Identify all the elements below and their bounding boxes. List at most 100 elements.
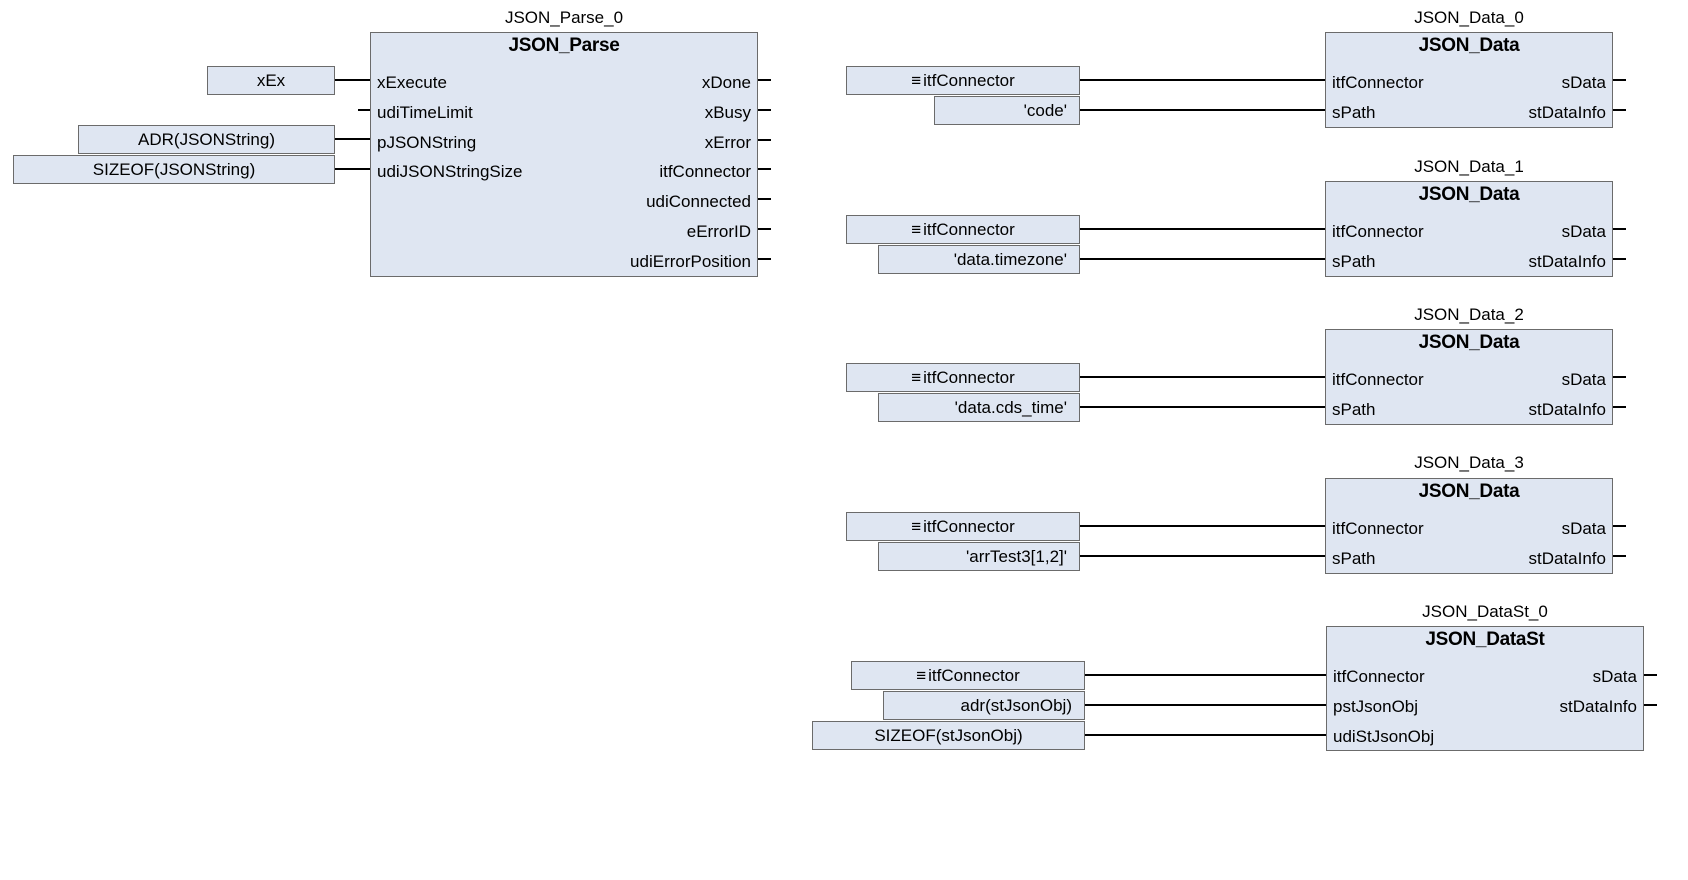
input-pin-itfconnector-data3[interactable]: itfConnector (1332, 519, 1424, 538)
wire-stub-eerrorid (758, 228, 771, 230)
input-box-spath-data1[interactable]: 'data.timezone' (878, 245, 1080, 274)
output-pin-xdone[interactable]: xDone (701, 73, 751, 92)
wire-stub-uditimelimit (358, 109, 371, 111)
block-json-data-0[interactable]: JSON_Data itfConnector sPath sData stDat… (1325, 32, 1613, 128)
input-box-itfconnector-data0-label: itfConnector (923, 70, 1015, 90)
output-pin-stdatainfo-data0[interactable]: stDataInfo (1528, 103, 1607, 122)
output-pin-sdata-data0[interactable]: sData (1561, 73, 1606, 92)
output-pin-udiconnected[interactable]: udiConnected (646, 192, 751, 211)
input-box-itfconnector-datast-label: itfConnector (928, 665, 1020, 685)
output-pin-stdatainfo-data1[interactable]: stDataInfo (1528, 252, 1607, 271)
input-box-udistjsonobj-datast[interactable]: SIZEOF(stJsonObj) (812, 721, 1085, 750)
wire-stub-sdata-data3 (1613, 525, 1626, 527)
wire-stub-udiconnected (758, 198, 771, 200)
wire-stub-stdatainfo-data3 (1613, 555, 1626, 557)
output-pin-sdata-datast[interactable]: sData (1592, 667, 1637, 686)
input-pin-xexecute[interactable]: xExecute (377, 73, 447, 92)
wire-spath-to-data3 (1080, 555, 1326, 557)
instance-label-json-datast-0: JSON_DataSt_0 (1422, 602, 1548, 621)
input-box-spath-data0-label: 'code' (1023, 100, 1067, 120)
input-box-spath-data0[interactable]: 'code' (934, 96, 1080, 125)
wire-stub-sdata-data1 (1613, 228, 1626, 230)
interface-menu-icon: ≡ (911, 517, 922, 536)
instance-label-json-data-3: JSON_Data_3 (1414, 453, 1524, 472)
input-pin-pjsonstring[interactable]: pJSONString (377, 133, 477, 152)
block-json-data-3[interactable]: JSON_Data itfConnector sPath sData stDat… (1325, 478, 1613, 574)
input-box-spath-data1-label: 'data.timezone' (953, 249, 1067, 269)
block-type-json-data-0: JSON_Data (1418, 35, 1520, 56)
wire-adr-to-pjsonstring (335, 138, 371, 140)
wire-itfconnector-to-data3 (1080, 525, 1326, 527)
input-pin-itfconnector-datast[interactable]: itfConnector (1333, 667, 1425, 686)
wire-spath-to-data0 (1080, 109, 1326, 111)
output-pin-sdata-data1[interactable]: sData (1561, 222, 1606, 241)
block-type-json-datast: JSON_DataSt (1425, 629, 1545, 650)
interface-menu-icon: ≡ (916, 666, 927, 685)
output-pin-sdata-data2[interactable]: sData (1561, 370, 1606, 389)
interface-menu-icon: ≡ (911, 368, 922, 387)
input-box-itfconnector-data3[interactable]: ≡itfConnector (846, 512, 1080, 541)
input-box-adr-jsonstring-label: ADR(JSONString) (138, 129, 275, 149)
instance-label-json-data-2: JSON_Data_2 (1414, 305, 1524, 324)
input-box-adr-jsonstring[interactable]: ADR(JSONString) (78, 125, 335, 154)
wire-stub-xerror (758, 139, 771, 141)
wire-stub-sdata-data0 (1613, 79, 1626, 81)
input-box-udistjsonobj-datast-label: SIZEOF(stJsonObj) (874, 725, 1023, 745)
output-pin-udierrorposition[interactable]: udiErrorPosition (630, 252, 751, 271)
input-pin-spath-data0[interactable]: sPath (1332, 103, 1376, 122)
block-json-parse-0[interactable]: JSON_Parse xExecute udiTimeLimit pJSONSt… (370, 32, 758, 277)
instance-label-json-data-0: JSON_Data_0 (1414, 8, 1524, 27)
instance-label-json-parse-0: JSON_Parse_0 (504, 8, 624, 27)
output-pin-sdata-data3[interactable]: sData (1561, 519, 1606, 538)
block-type-json-parse: JSON_Parse (508, 35, 620, 56)
input-box-itfconnector-data2[interactable]: ≡itfConnector (846, 363, 1080, 392)
input-box-itfconnector-data2-label: itfConnector (923, 367, 1015, 387)
instance-label-json-data-1: JSON_Data_1 (1414, 157, 1524, 176)
input-pin-itfconnector-data1[interactable]: itfConnector (1332, 222, 1424, 241)
input-box-itfconnector-data1-label: itfConnector (923, 219, 1015, 239)
input-pin-udistjsonobj-datast[interactable]: udiStJsonObj (1333, 727, 1435, 746)
input-pin-spath-data3[interactable]: sPath (1332, 549, 1376, 568)
wire-itfconnector-to-datast (1085, 674, 1327, 676)
input-pin-spath-data1[interactable]: sPath (1332, 252, 1376, 271)
input-box-spath-data2-label: 'data.cds_time' (954, 397, 1067, 417)
input-box-itfconnector-data0[interactable]: ≡itfConnector (846, 66, 1080, 95)
output-pin-stdatainfo-data3[interactable]: stDataInfo (1528, 549, 1607, 568)
input-box-xex-label: xEx (256, 70, 286, 90)
output-pin-xerror[interactable]: xError (704, 133, 751, 152)
output-pin-eerrorid[interactable]: eErrorID (686, 222, 751, 241)
input-box-pstjsonobj-datast[interactable]: adr(stJsonObj) (883, 691, 1085, 720)
input-box-pstjsonobj-datast-label: adr(stJsonObj) (960, 695, 1072, 715)
input-pin-udijsonstringsize[interactable]: udiJSONStringSize (377, 162, 523, 181)
input-pin-itfconnector-data0[interactable]: itfConnector (1332, 73, 1424, 92)
wire-stub-stdatainfo-data0 (1613, 109, 1626, 111)
input-box-sizeof-jsonstring-label: SIZEOF(JSONString) (92, 159, 256, 179)
input-box-sizeof-jsonstring[interactable]: SIZEOF(JSONString) (13, 155, 335, 184)
wire-spath-to-data1 (1080, 258, 1326, 260)
output-pin-stdatainfo-data2[interactable]: stDataInfo (1528, 400, 1607, 419)
input-pin-itfconnector-data2[interactable]: itfConnector (1332, 370, 1424, 389)
block-json-datast-0[interactable]: JSON_DataSt itfConnector pstJsonObj udiS… (1326, 626, 1644, 751)
input-box-spath-data3[interactable]: 'arrTest3[1,2]' (878, 542, 1080, 571)
wire-stub-stdatainfo-data1 (1613, 258, 1626, 260)
input-box-itfconnector-data1[interactable]: ≡itfConnector (846, 215, 1080, 244)
input-box-xex[interactable]: xEx (207, 66, 335, 95)
output-pin-itfconnector[interactable]: itfConnector (659, 162, 751, 181)
input-pin-pstjsonobj-datast[interactable]: pstJsonObj (1333, 697, 1419, 716)
output-pin-stdatainfo-datast[interactable]: stDataInfo (1559, 697, 1638, 716)
block-json-data-1[interactable]: JSON_Data itfConnector sPath sData stDat… (1325, 181, 1613, 277)
block-json-data-2[interactable]: JSON_Data itfConnector sPath sData stDat… (1325, 329, 1613, 425)
input-box-itfconnector-datast[interactable]: ≡itfConnector (851, 661, 1085, 690)
output-pin-xbusy[interactable]: xBusy (704, 103, 751, 122)
input-pin-uditimelimit[interactable]: udiTimeLimit (377, 103, 473, 122)
wire-itfconnector-to-data1 (1080, 228, 1326, 230)
block-type-json-data-2: JSON_Data (1418, 332, 1520, 353)
interface-menu-icon: ≡ (911, 71, 922, 90)
wire-stub-sdata-data2 (1613, 376, 1626, 378)
wire-itfconnector-to-data0 (1080, 79, 1326, 81)
input-box-spath-data2[interactable]: 'data.cds_time' (878, 393, 1080, 422)
input-pin-spath-data2[interactable]: sPath (1332, 400, 1376, 419)
wire-spath-to-data2 (1080, 406, 1326, 408)
block-type-json-data-3: JSON_Data (1418, 481, 1520, 502)
